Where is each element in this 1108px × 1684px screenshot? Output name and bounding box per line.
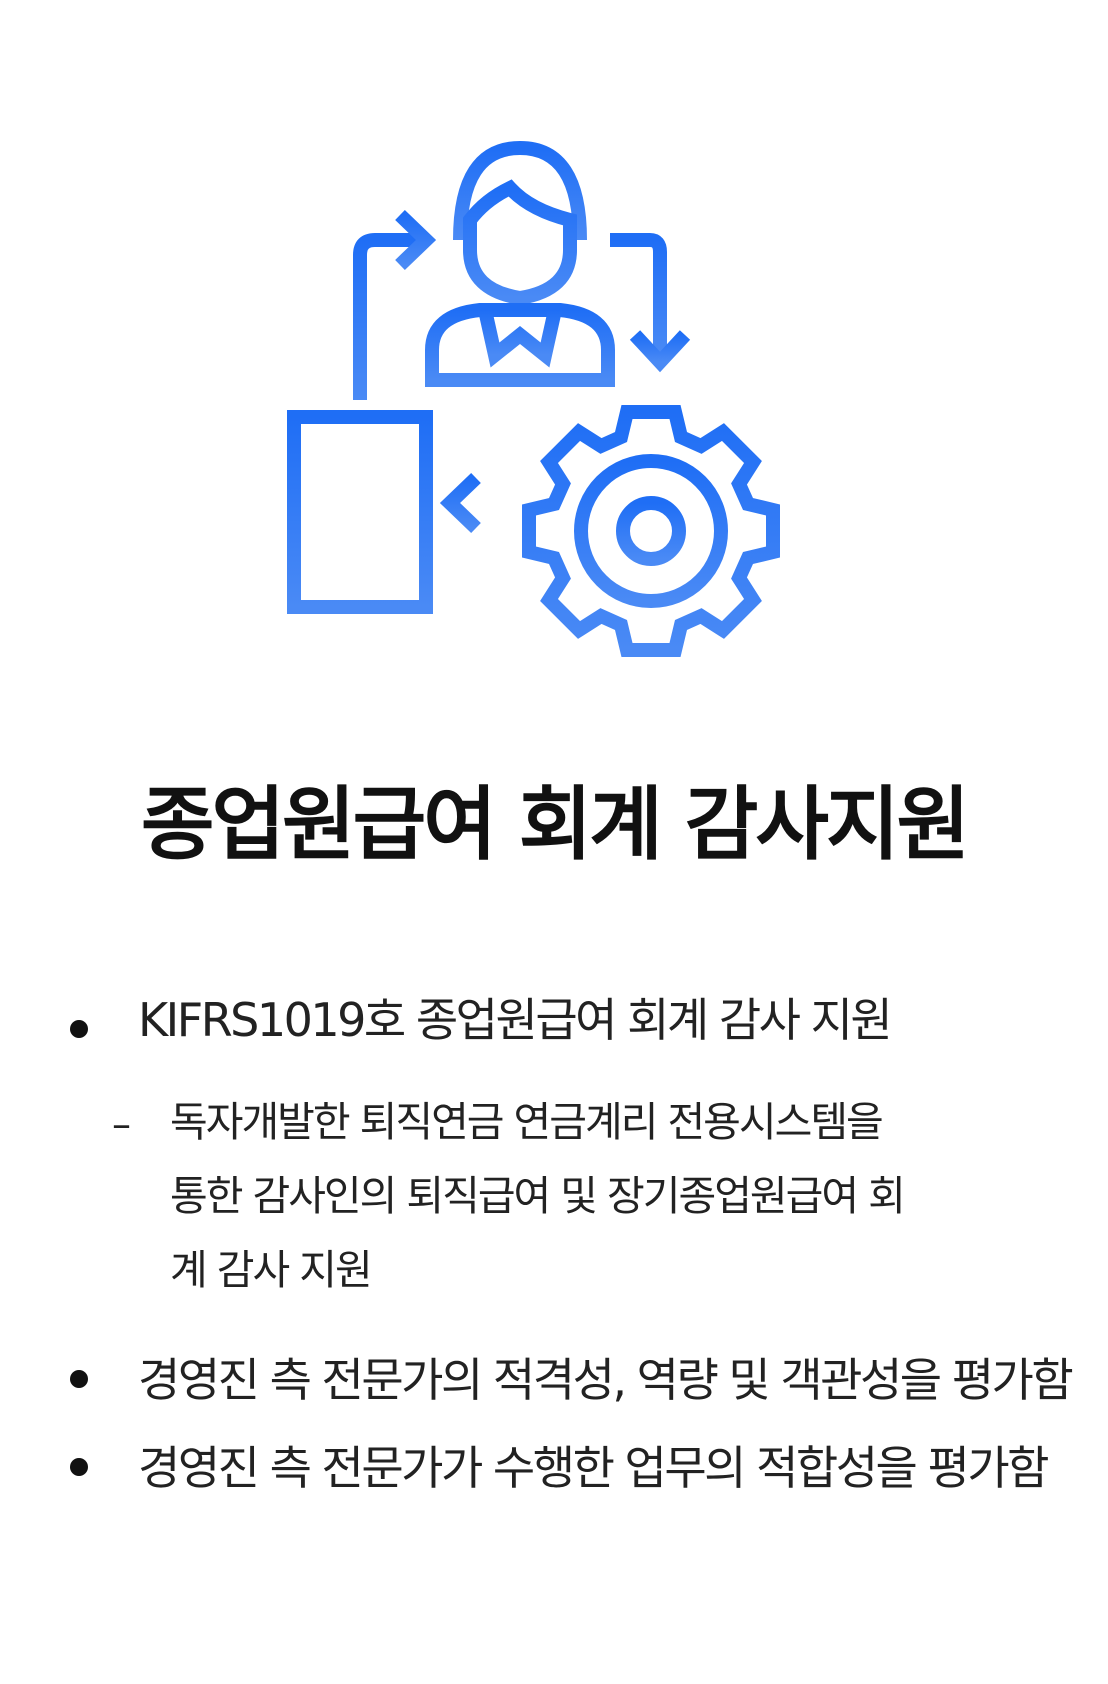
person-collar	[478, 308, 562, 368]
bullet-text: KIFRS1019호 종업원급여 회계 감사 지원	[138, 993, 893, 1047]
workflow-person-gear-document-icon	[287, 140, 780, 657]
bullet-dot	[70, 1458, 88, 1476]
person-face	[463, 179, 577, 306]
gear-inner-ring	[574, 454, 728, 608]
gear-shape	[522, 405, 780, 657]
person-hair	[453, 140, 587, 241]
bullet-text: 경영진 측 전문가가 수행한 업무의 적합성을 평가함	[138, 1441, 1049, 1495]
sub-text-line: 독자개발한 퇴직연금 연금계리 전용시스템을	[170, 1098, 884, 1146]
process-illustration	[280, 140, 830, 680]
bullet-text: 경영진 측 전문가의 적격성, 역량 및 객관성을 평가함	[138, 1353, 1074, 1407]
gear-hub	[616, 496, 686, 566]
sub-text-line: 통한 감사인의 퇴직급여 및 장기종업원급여 회	[170, 1172, 906, 1220]
bullet-dot	[70, 1020, 88, 1038]
bullet-dot	[70, 1370, 88, 1388]
sub-text-line: 계 감사 지원	[170, 1246, 373, 1294]
sub-dash: –	[112, 1102, 131, 1146]
page-title: 종업원급여 회계 감사지원	[140, 778, 970, 871]
arrow-to-gear	[610, 233, 667, 355]
arrow-to-person	[353, 233, 418, 400]
person-body	[425, 303, 615, 387]
document-shape	[287, 410, 433, 614]
